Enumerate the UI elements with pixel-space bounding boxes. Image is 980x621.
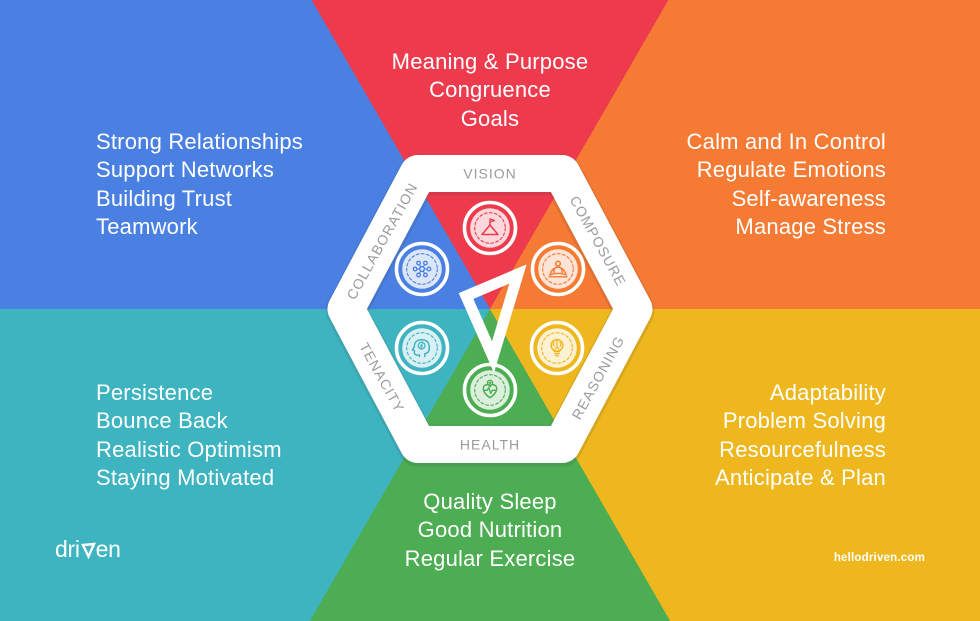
vision-ring-label: VISION	[463, 166, 516, 182]
trait-line: Persistence	[96, 380, 214, 405]
trait-line: Resourcefulness	[719, 436, 886, 462]
heart-pulse-icon	[462, 362, 518, 418]
hexagon-ring-shadow	[325, 154, 655, 467]
trait-line: Problem Solving	[722, 408, 886, 434]
trait-line: Bounce Back	[96, 408, 228, 434]
trait-line: Realistic Optimism	[96, 436, 282, 462]
trait-line: Anticipate & Plan	[715, 464, 886, 490]
trait-line: Self-awareness	[731, 185, 886, 211]
driven-v-triangle-icon	[80, 542, 96, 559]
trait-line: Building Trust	[96, 185, 233, 211]
trait-line: Teamwork	[96, 213, 198, 239]
trait-line: Regular Exercise	[404, 545, 576, 571]
tenacity-ring-label: TENACITY	[356, 340, 407, 415]
health-trait-block: Quality Sleep Good Nutrition Regular Exe…	[280, 488, 700, 573]
wordmark-suffix: en	[95, 536, 121, 562]
driven-logo-mark	[458, 264, 527, 373]
composure-trait-block: Calm and In Control Regulate Emotions Se…	[687, 128, 886, 241]
vision-trait-block: Meaning & Purpose Congruence Goals	[280, 48, 700, 133]
wordmark-prefix: dri	[55, 536, 80, 562]
trait-line: Manage Stress	[735, 213, 886, 239]
collaboration-ring-label: COLLABORATION	[343, 180, 421, 302]
collaboration-trait-block: Strong Relationships Support Networks Bu…	[96, 128, 303, 241]
head-idea-icon	[394, 320, 450, 376]
trait-line: Adaptability	[769, 380, 886, 405]
hexagon-ring	[327, 155, 653, 463]
mountain-flag-icon	[462, 200, 518, 256]
trait-line: Goals	[460, 105, 520, 131]
trait-line: Calm and In Control	[686, 129, 886, 154]
trait-line: Meaning & Purpose	[391, 49, 589, 74]
trait-line: Support Networks	[96, 157, 275, 183]
trait-line: Staying Motivated	[96, 464, 275, 490]
trait-line: Strong Relationships	[96, 129, 304, 154]
trait-line: Good Nutrition	[417, 517, 563, 543]
network-icon	[394, 241, 450, 297]
trait-line: Congruence	[429, 77, 551, 103]
reasoning-ring-label: REASONING	[568, 333, 627, 422]
composure-ring-label: COMPOSURE	[567, 193, 630, 289]
meditation-icon	[530, 241, 586, 297]
driven-wordmark: dri en	[55, 536, 121, 563]
trait-line: Regulate Emotions	[696, 157, 886, 183]
brain-bulb-icon	[529, 320, 585, 376]
tenacity-trait-block: Persistence Bounce Back Realistic Optimi…	[96, 379, 282, 492]
reasoning-trait-block: Adaptability Problem Solving Resourceful…	[715, 379, 886, 492]
website-url: hellodriven.com	[833, 552, 925, 564]
health-ring-label: HEALTH	[460, 437, 520, 453]
trait-line: Quality Sleep	[423, 489, 557, 514]
